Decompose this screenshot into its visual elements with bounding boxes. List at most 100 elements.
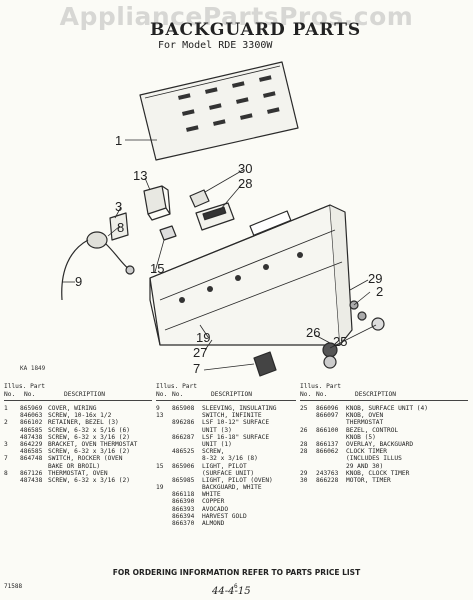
illus-no: 9	[156, 405, 160, 412]
illus-no: 28	[300, 448, 308, 456]
watermark: AppliancePartsPros.com	[59, 2, 414, 31]
part-description: LIGHT, PILOT (OVEN)	[202, 476, 273, 484]
part-description: SLEEVING, INSULATING	[202, 405, 277, 412]
part-description: OVERLAY, BACKGUARD	[346, 440, 414, 448]
part-description: BACKGUARD, WHITE	[202, 484, 262, 492]
part-description: LIGHT, PILOT	[202, 462, 247, 470]
callout-1: 1	[115, 133, 122, 148]
table-row: 9 865908 SLEEVING, INSULATING	[156, 405, 296, 412]
table-row: 866394 HARVEST GOLD	[156, 513, 296, 520]
part-description: HARVEST GOLD	[202, 512, 247, 520]
table-row: UNIT (1)	[156, 441, 296, 448]
part-number: 866100	[316, 426, 339, 434]
part-number: 866394	[172, 512, 195, 520]
part-number: 865985	[172, 476, 195, 484]
part-description: CLOCK TIMER	[346, 448, 387, 456]
oven-thermostat-part	[61, 231, 135, 301]
callout-30: 30	[238, 161, 252, 176]
table-row: 486585 SCREW, 6-32 x 5/16 (6)	[4, 427, 152, 434]
part-number: 865908	[172, 405, 195, 412]
col-1-heading-part-no: No.	[24, 391, 36, 398]
part-description: 8-32 x 3/16 (8)	[202, 455, 258, 463]
illus-no: 1	[4, 405, 8, 412]
part-number: 486585	[20, 426, 43, 434]
table-row: 865985 LIGHT, PILOT (OVEN)	[156, 477, 296, 484]
illus-no: 25	[300, 405, 308, 412]
callout-13: 13	[133, 168, 147, 183]
col-2-header: Illus. Part No. No. DESCRIPTION	[156, 383, 296, 405]
part-number: 866118	[172, 491, 195, 499]
table-row: (INCLUDES ILLUS	[300, 455, 468, 462]
callout-19: 19	[196, 330, 210, 345]
part-number: 866390	[172, 498, 195, 506]
timer-motor-part	[189, 189, 210, 208]
part-description: KNOB, OVEN	[346, 412, 384, 420]
illus-no: 8	[4, 469, 8, 477]
part-description: THERMOSTAT, OVEN	[48, 469, 108, 477]
part-number: 896286	[172, 419, 195, 427]
callout-9: 9	[75, 274, 82, 289]
part-description: MOTOR, TIMER	[346, 476, 391, 484]
table-row: THERMOSTAT	[300, 419, 468, 426]
page-title: BACKGUARD PARTS	[150, 20, 362, 40]
table-row: BAKE OR BROIL)	[4, 463, 152, 470]
illus-no: 2	[4, 419, 8, 427]
col-1-heading-no: No.	[4, 391, 16, 398]
part-description: THERMOSTAT	[346, 419, 384, 427]
part-description: BEZEL, CONTROL	[346, 426, 399, 434]
table-row: 26 866100 BEZEL, CONTROL	[300, 427, 468, 434]
illus-no: 13	[156, 412, 164, 420]
part-description: SWITCH, INFINITE	[202, 412, 262, 420]
page-number: 6	[234, 583, 238, 590]
part-number: 866228	[316, 476, 339, 484]
illus-no: 15	[156, 462, 164, 470]
part-description: SWITCH, ROCKER (OVEN	[48, 455, 123, 463]
illus-no: 26	[300, 426, 308, 434]
part-number: 864748	[20, 455, 43, 463]
table-row: 866390 COPPER	[156, 498, 296, 505]
part-description: SCREW, 6-32 x 5/16 (6)	[48, 426, 130, 434]
backguard-panel-part	[149, 204, 353, 346]
table-row: KNOB (5)	[300, 434, 468, 441]
table-row: 29 243763 KNOB, CLOCK TIMER	[300, 470, 468, 477]
part-description: UNIT (3)	[202, 426, 232, 434]
part-description: BAKE OR BROIL)	[48, 462, 101, 470]
table-row: UNIT (3)	[156, 427, 296, 434]
callout-3: 3	[115, 199, 122, 214]
col-3-heading-description: DESCRIPTION	[355, 391, 396, 398]
part-number: 846063	[20, 412, 43, 420]
part-number: 866102	[20, 419, 43, 427]
col-1-heading-description: DESCRIPTION	[64, 391, 105, 398]
part-number: 243763	[316, 469, 339, 477]
part-description: SCREW, 6-32 x 3/16 (2)	[48, 448, 130, 456]
callout-15: 15	[150, 261, 164, 276]
part-description: WHITE	[202, 491, 221, 499]
part-description: COPPER	[202, 498, 225, 506]
part-number: 866137	[316, 440, 339, 448]
callout-25: 25	[333, 334, 347, 349]
part-description: KNOB, CLOCK TIMER	[346, 469, 410, 477]
part-description: COVER, WIRING	[48, 405, 97, 412]
document-id: 71588	[4, 583, 23, 590]
illus-no: 29	[300, 469, 308, 477]
part-number: 866287	[172, 433, 195, 441]
rocker-switch-part	[253, 351, 277, 377]
